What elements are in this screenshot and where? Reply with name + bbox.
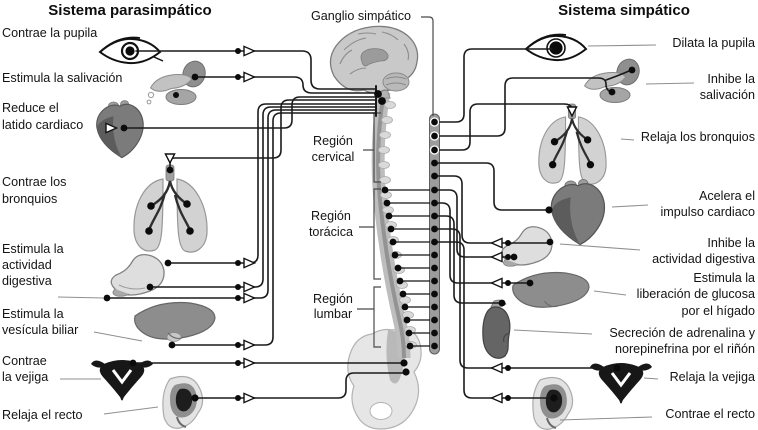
label-line: Reduce el: [2, 101, 59, 115]
label-line: Estimula la salivación: [2, 71, 122, 85]
parasym-label-salivation: Estimula la salivación: [2, 71, 122, 85]
salivary-glands-left-icon: [146, 60, 206, 105]
parasym-label-rectum: Relaja el recto: [2, 408, 83, 422]
label-line: impulso cardiaco: [661, 205, 756, 219]
sym-label-heart: Acelera el impulso cardiaco: [661, 189, 756, 219]
bladder-left-icon: [91, 360, 153, 401]
label-line: Región: [313, 292, 353, 306]
label-connector-lines: [57, 44, 695, 421]
region-label-thoracic: Región torácica: [309, 209, 353, 239]
label-line: torácica: [309, 225, 353, 239]
label-line: Estimula la: [693, 271, 755, 285]
liver-right-icon: [512, 271, 590, 308]
parasym-label-digestive: Estimula la actividad digestiva: [2, 242, 64, 288]
label-line: digestiva: [2, 274, 52, 288]
label-line: Estimula la: [2, 307, 64, 321]
lumbar-bracket: [357, 286, 381, 348]
stomach-right-icon: [501, 226, 553, 267]
bladder-right-icon: [590, 363, 652, 404]
kidney-icon: [482, 299, 511, 359]
diagram-labels: Sistema parasimpático Ganglio simpático …: [2, 2, 756, 422]
label-line: Acelera el: [699, 189, 755, 203]
lungs-left-icon: [133, 164, 208, 253]
label-line: actividad digestiva: [652, 252, 755, 266]
parasym-label-gallbladder: Estimula la vesícula biliar: [2, 307, 78, 337]
sym-label-adrenal: Secreción de adrenalina y norepinefrina …: [609, 326, 755, 356]
rectum-left-icon: [162, 376, 204, 429]
parasympathetic-title: Sistema parasimpático: [48, 2, 211, 19]
parasym-label-heart: Reduce el latido cardiaco: [2, 101, 83, 132]
label-line: la vejiga: [2, 370, 48, 384]
region-label-lumbar: Región lumbar: [313, 292, 353, 321]
spinal-nerve-links: [385, 189, 430, 347]
label-line: por el hígado: [681, 304, 755, 318]
label-line: bronquios: [2, 192, 57, 206]
label-line: Relaja la vejiga: [670, 370, 755, 384]
heart-right-icon: [550, 178, 605, 246]
sym-label-glucose: Estimula la liberación de glucosa por el…: [637, 271, 755, 318]
ganglion-pointer-line: [421, 16, 434, 116]
chain-ganglia-dots: [429, 117, 440, 350]
cervical-bracket: [363, 112, 381, 183]
sym-label-salivation: Inhibe la salivación: [700, 72, 755, 102]
sym-label-digestive: Inhibe la actividad digestiva: [652, 236, 755, 266]
salivary-glands-right-icon: [583, 58, 640, 103]
stomach-left-icon: [110, 254, 165, 297]
eye-left-icon: [98, 36, 164, 65]
rectum-right-icon: [532, 377, 574, 430]
sym-label-bronchi: Relaja los bronquios: [641, 130, 755, 144]
label-line: actividad: [2, 258, 52, 272]
sympathetic-title: Sistema simpático: [558, 2, 690, 19]
sym-label-pupil: Dilata la pupila: [672, 36, 755, 50]
label-line: Contrae el recto: [665, 407, 755, 421]
label-line: norepinefrina por el riñón: [615, 342, 755, 356]
label-line: Estimula la: [2, 242, 64, 256]
parasympathetic-nerve-lines: [103, 50, 405, 399]
label-line: Relaja el recto: [2, 408, 83, 422]
liver-left-icon: [134, 301, 216, 342]
label-line: Inhibe la: [707, 72, 755, 86]
eye-right-icon: [524, 33, 588, 62]
spinal-cord-dots: [374, 90, 414, 376]
label-line: Secreción de adrenalina y: [609, 326, 755, 340]
brain-icon: [329, 25, 419, 99]
sym-label-rectum: Contrae el recto: [665, 407, 755, 421]
nerve-arrow-glyphs: [105, 45, 578, 404]
label-line: lumbar: [314, 307, 353, 321]
label-line: Contrae la pupila: [2, 26, 97, 40]
label-line: Dilata la pupila: [672, 36, 755, 50]
label-line: liberación de glucosa: [637, 287, 755, 301]
parasym-label-pupil: Contrae la pupila: [2, 26, 97, 40]
ganglion-label: Ganglio simpático: [311, 9, 411, 23]
label-line: cervical: [312, 150, 355, 164]
organ-synapse-dots: [103, 66, 636, 402]
label-line: latido cardiaco: [2, 118, 83, 132]
lungs-right-icon: [538, 103, 607, 185]
region-brackets: [357, 16, 434, 348]
label-line: vesícula biliar: [2, 323, 78, 337]
region-label-cervical: Región cervical: [312, 134, 355, 164]
label-line: Relaja los bronquios: [641, 130, 755, 144]
thoracic-bracket: [359, 188, 381, 280]
label-line: Contrae: [2, 354, 47, 368]
label-line: Contrae los: [2, 175, 66, 189]
parasym-label-bladder: Contrae la vejiga: [2, 354, 48, 384]
sympathetic-nerve-lines: [437, 48, 630, 399]
heart-left-icon: [96, 100, 144, 159]
label-line: Región: [313, 134, 353, 148]
sym-label-bladder: Relaja la vejiga: [670, 370, 755, 384]
spinal-column-icon: [371, 90, 417, 359]
parasym-label-bronchi: Contrae los bronquios: [2, 175, 66, 206]
label-line: salivación: [700, 88, 755, 102]
label-line: Inhibe la: [707, 236, 755, 250]
label-line: Región: [311, 209, 351, 223]
